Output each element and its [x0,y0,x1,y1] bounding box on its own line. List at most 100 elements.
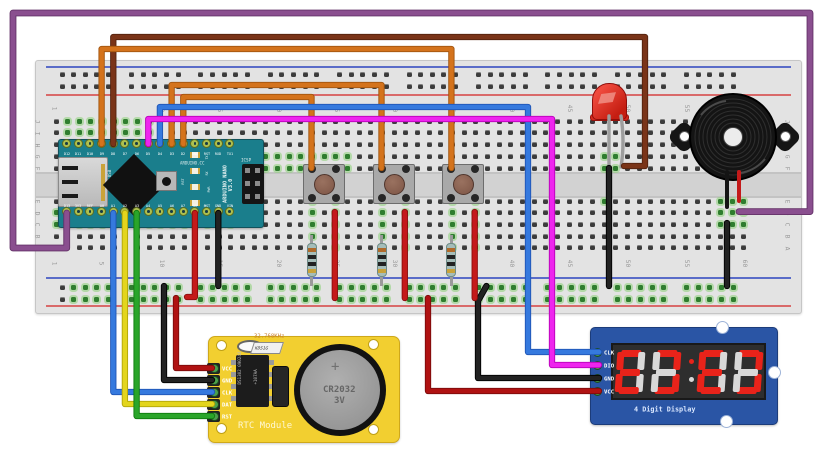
wire-red-5v-to-rail[interactable] [184,210,198,300]
breadboard-hole [508,210,514,216]
button-cap[interactable] [453,174,475,195]
breadboard-hole [286,245,292,251]
breadboard-hole [372,72,378,77]
breadboard-hole [163,72,169,77]
breadboard-hole [205,233,211,239]
breadboard-hole [566,165,572,171]
wire-magenta-d5-to-display-dio[interactable] [146,116,602,368]
breadboard-hole [671,210,677,216]
nano-pin-d6[interactable] [132,139,142,149]
breadboard-hole [683,245,689,251]
rtc-module-label: RTC Module [238,421,293,431]
breadboard[interactable]: 1155101015152020252530303535404045455050… [34,60,802,314]
breadboard-hole [626,84,632,89]
breadboard-hole [286,130,292,136]
red-led[interactable] [592,83,627,120]
breadboard-hole [510,284,516,290]
button-cap[interactable] [313,174,335,195]
breadboard-hole [684,296,690,302]
nano-pin-tx1[interactable] [225,139,235,149]
rtc-pin-label: VCC [222,365,233,372]
breadboard-hole [453,296,459,302]
breadboard-hole [624,118,630,124]
breadboard-hole [661,84,667,89]
wire-green-a3-to-rtc-rst[interactable] [134,210,215,419]
nano-pin-d11[interactable] [73,139,83,149]
breadboard-hole [683,118,689,124]
breadboard-hole [251,245,257,251]
reset-button[interactable] [156,171,177,191]
breadboard-hole [519,142,525,148]
breadboard-hole [175,284,181,290]
nano-pin-d10[interactable] [85,139,95,149]
breadboard-hole [730,296,736,302]
wire-black-rail-to-rtc-gnd[interactable] [161,283,215,383]
colon-dot-bottom [689,377,694,382]
breadboard-hole [578,118,584,124]
breadboard-hole [233,296,239,302]
nano-pin-d12[interactable] [62,139,72,149]
breadboard-hole [286,198,292,204]
pulldown-resistor-3[interactable] [445,235,457,286]
push-button-1[interactable] [302,164,345,204]
breadboard-hole [438,221,444,227]
breadboard-hole [337,296,343,302]
nano-pin-a4[interactable] [143,207,153,217]
breadboard-hole [426,198,432,204]
wire-blue-a1-to-rtc-clk[interactable] [111,210,215,395]
rtc-mount-hole [216,423,227,434]
nano-pin-label: 3V3 [75,204,82,208]
breadboard-hole [233,284,239,290]
wire-red-rail-to-display-vcc[interactable] [425,295,602,394]
breadboard-hole [554,142,560,148]
wire-brown-d8-to-led[interactable] [111,34,648,169]
wire-purple-d13-to-buzzer[interactable] [10,10,813,251]
breadboard-hole [729,198,735,204]
pulldown-resistor-1[interactable] [306,235,318,286]
breadboard-hole [383,284,389,290]
breadboard-hole [707,72,713,77]
nano-pin-a6[interactable] [167,207,177,217]
battery-plus: + [331,359,340,375]
breadboard-hole [368,233,374,239]
breadboard-hole [741,245,747,251]
breadboard-hole [719,284,725,290]
wire-orange-d3-to-button2[interactable] [169,82,384,171]
breadboard-hole [519,165,525,171]
wire-red-rail-to-rtc-vcc[interactable] [173,295,215,371]
button-cap[interactable] [383,174,405,195]
breadboard-hole [368,165,374,171]
breadboard-hole [181,245,187,251]
breadboard-hole [216,130,222,136]
breadboard-hole [275,233,281,239]
nano-pin-vin[interactable] [225,207,235,217]
nano-pin-a5[interactable] [155,207,165,217]
breadboard-hole [321,221,327,227]
display-notch [716,321,729,334]
breadboard-hole [453,84,459,89]
pulldown-resistor-2[interactable] [376,235,388,286]
breadboard-hole [345,165,350,171]
breadboard-hole [140,296,146,302]
breadboard-hole [484,153,490,159]
nano-pin-a0[interactable] [97,207,107,217]
nano-pin-gnd[interactable] [190,139,200,149]
breadboard-hole [135,130,141,136]
breadboard-hole [314,284,320,290]
breadboard-hole [484,198,490,204]
breadboard-hole [106,84,112,89]
nano-pin-ref[interactable] [85,207,95,217]
breadboard-hole [298,210,304,216]
nano-pin-a7[interactable] [178,207,188,217]
nano-pin-d7[interactable] [120,139,130,149]
wire-yellow-a2-to-rtc-dat[interactable] [122,210,215,407]
nano-pin-rst[interactable] [202,207,212,217]
breadboard-hole [298,153,304,159]
breadboard-hole [275,245,281,251]
breadboard-hole [333,153,339,159]
wire-black-rail-to-display-gnd[interactable] [475,283,602,381]
nano-pin-3v3[interactable] [73,207,83,217]
breadboard-hole [568,72,574,77]
nano-pin-rst[interactable] [202,139,212,149]
nano-pin-rxd[interactable] [213,139,223,149]
